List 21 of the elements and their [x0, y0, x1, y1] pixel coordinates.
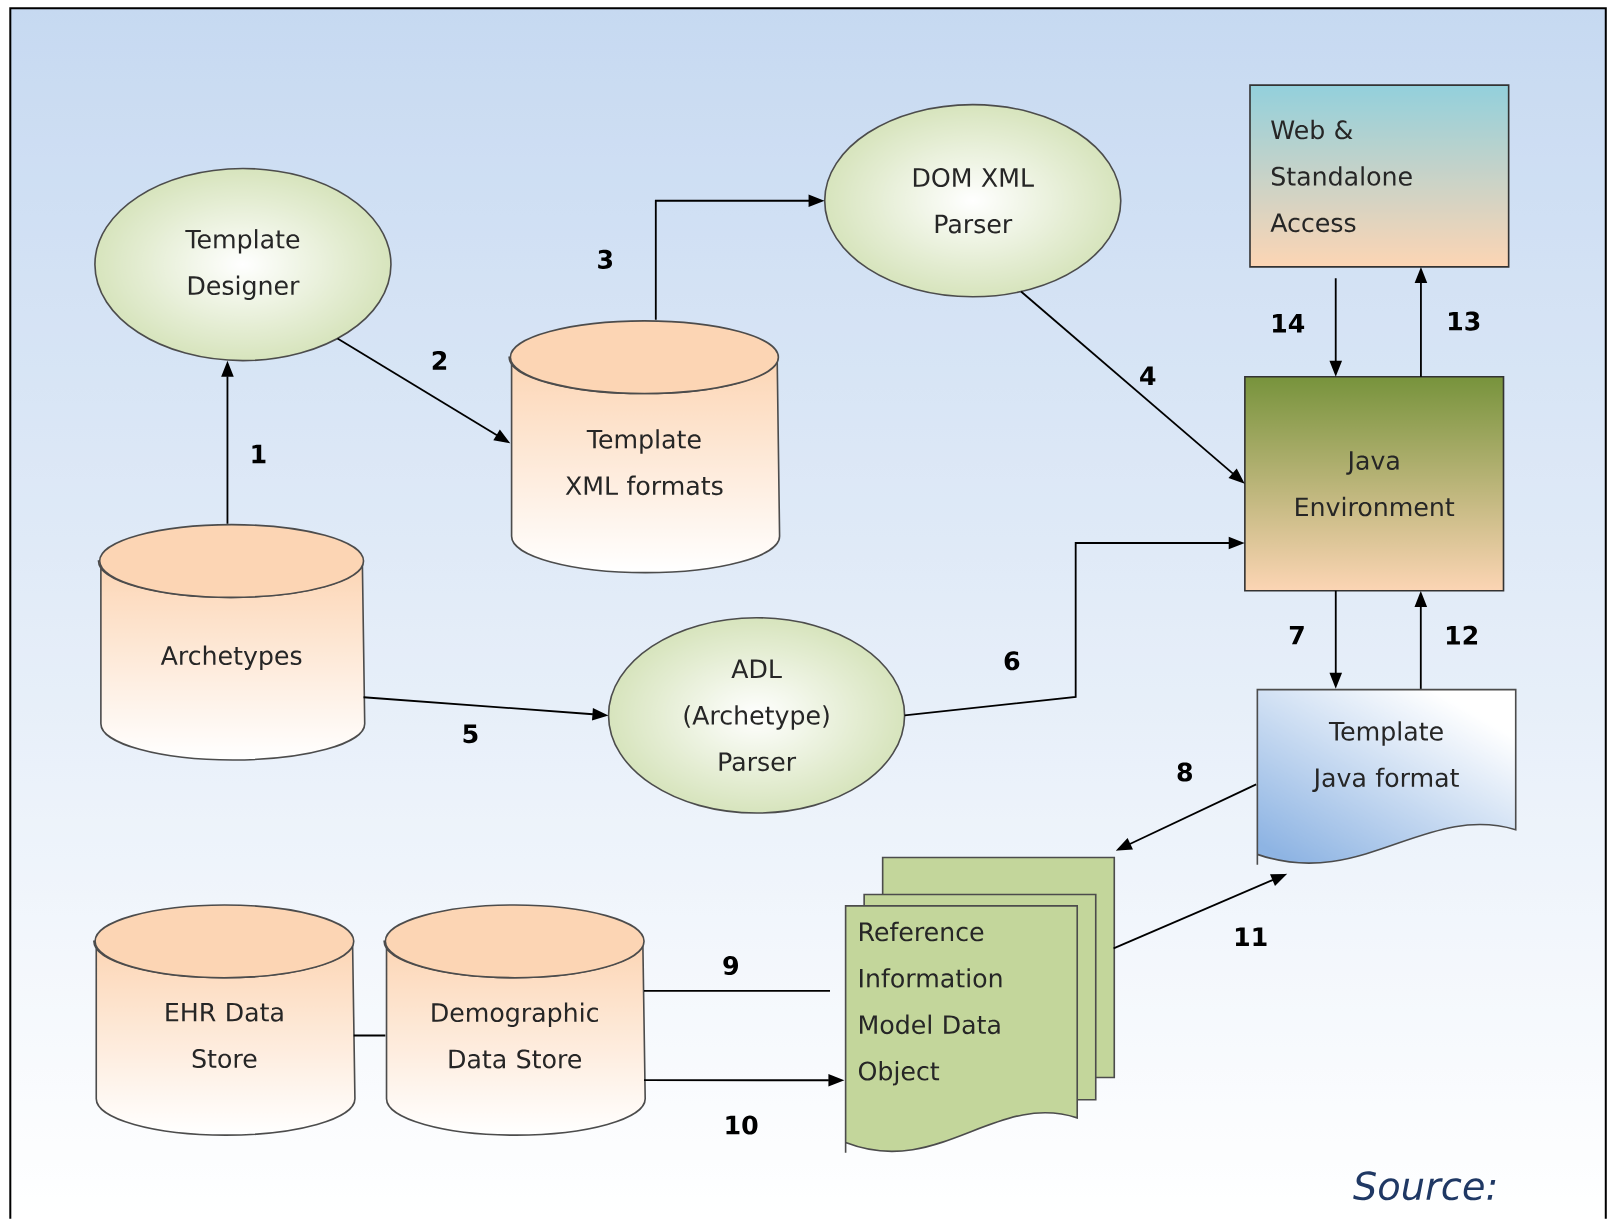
- edge-label: 14: [1273, 314, 1305, 333]
- process-box: Web & Standalone Access: [1249, 84, 1510, 268]
- edge-label: 7: [1289, 626, 1304, 645]
- edge-label: 4: [1140, 366, 1156, 386]
- edge-label: 13: [1449, 311, 1480, 331]
- edge-label: 5: [463, 724, 478, 744]
- edge-label: 2: [432, 351, 447, 370]
- process-box: Java Environment: [1244, 376, 1505, 592]
- source-note: Source:: [1353, 1171, 1496, 1201]
- edge-label: 12: [1446, 625, 1478, 645]
- edge-label: 3: [598, 249, 613, 270]
- edge-label: 9: [723, 956, 738, 976]
- edge-label: 6: [1004, 651, 1020, 671]
- edge-label: 1: [252, 444, 266, 464]
- cylinder: Archetypes: [97, 523, 366, 761]
- edge-label: 10: [726, 1115, 758, 1135]
- edge-label: 11: [1235, 927, 1267, 947]
- cylinder: Demographic Data Store: [383, 904, 646, 1137]
- cylinder: EHR Data Store: [93, 904, 356, 1137]
- cylinder: Template XML formats: [508, 320, 781, 574]
- edge-label: 8: [1177, 762, 1192, 782]
